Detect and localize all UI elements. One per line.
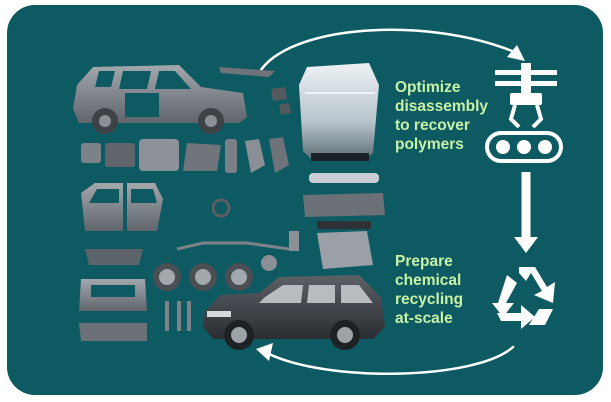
steering-wheel-part	[211, 198, 231, 218]
exhaust-muffler-part	[289, 231, 299, 251]
recycle-icon	[492, 267, 555, 329]
mirror-part-2	[279, 103, 291, 115]
grille-part	[303, 193, 385, 217]
arrow-top-head	[507, 45, 525, 61]
wiper-part	[219, 67, 275, 77]
arrow-bottom-curve	[265, 345, 515, 375]
cycle-arrows	[257, 28, 531, 375]
label-line: Prepare	[395, 253, 453, 270]
recycling-label: Prepare chemical recycling at-scale	[395, 252, 463, 328]
shock-absorber-parts	[165, 301, 191, 331]
diagram-canvas	[7, 5, 603, 395]
label-line: to recover	[395, 117, 470, 134]
label-line: disassembly	[395, 98, 489, 115]
diagram-panel: Optimize disassembly to recover polymers…	[7, 5, 603, 395]
label-line: chemical	[395, 272, 462, 289]
exhaust-part	[176, 241, 290, 251]
mirror-part	[271, 87, 287, 101]
arrow-down-head	[514, 237, 538, 253]
door-parts	[81, 183, 163, 231]
front-bumper-part	[299, 63, 379, 161]
light-strip-part	[309, 173, 379, 183]
rear-bumper-part	[79, 323, 147, 341]
lower-grille-part	[317, 221, 371, 229]
car-frame-part	[73, 65, 247, 134]
suv-car-illustration	[203, 275, 385, 350]
disassembly-label: Optimize disassembly to recover polymers	[395, 78, 488, 154]
windshield-part	[85, 249, 143, 265]
robotic-arm-conveyor-icon	[485, 63, 563, 163]
label-line: polymers	[395, 136, 464, 153]
arrow-bottom-head	[256, 343, 273, 361]
wheel-parts	[153, 255, 277, 291]
arrow-top-curve	[257, 28, 519, 75]
label-line: recycling	[395, 291, 464, 308]
label-line: at-scale	[395, 310, 453, 327]
label-line: Optimize	[395, 79, 461, 96]
engine-parts-row	[81, 137, 289, 173]
exploded-car-parts-illustration	[73, 63, 385, 341]
engine-block-part	[317, 231, 373, 269]
